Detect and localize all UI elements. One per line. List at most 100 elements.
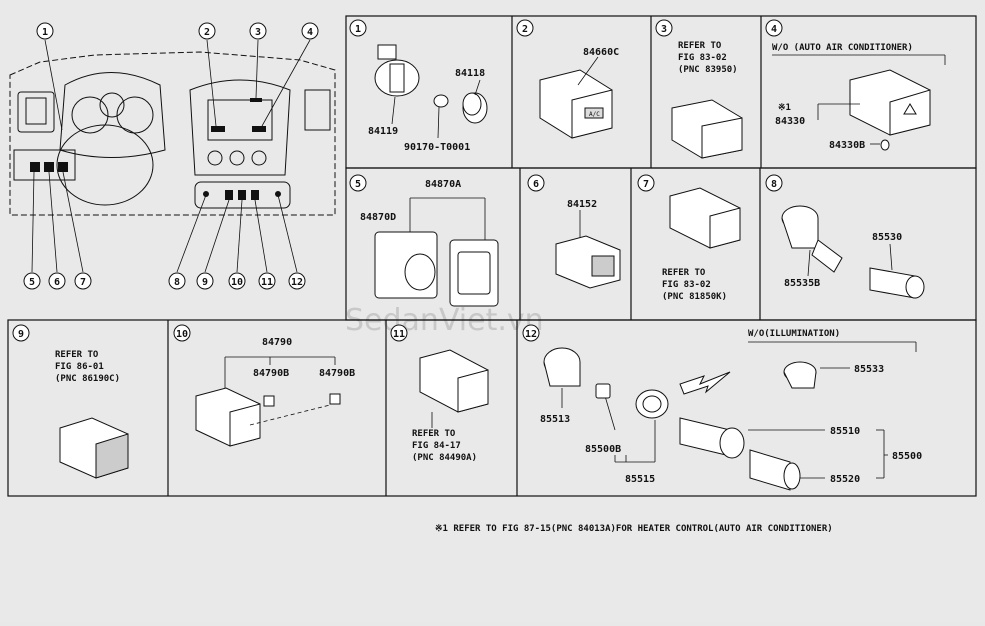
callout-7: 7	[74, 272, 92, 290]
cell-12-badge: 12	[522, 324, 540, 342]
refer-note-line: REFER TO	[678, 41, 722, 51]
callout-9: 9	[196, 272, 214, 290]
callout-12: 12	[288, 272, 306, 290]
svg-text:6: 6	[54, 277, 60, 288]
cell-11-badge: 11	[390, 324, 408, 342]
part-label: 85533	[854, 364, 884, 375]
switch-drawing	[59, 417, 129, 479]
svg-text:12: 12	[525, 329, 537, 340]
cigarette-lighter-drawing	[781, 205, 925, 299]
refer-note-line: FIG 83-02	[662, 280, 711, 290]
cell-badges: 1 2 3 4 5 6 7 8 9 10 11 12	[12, 19, 783, 342]
switch-drawing	[671, 99, 743, 159]
overview-leaders	[31, 39, 311, 273]
part-label: 84660C	[583, 47, 619, 58]
mirror-switch-drawing	[374, 231, 499, 307]
refer-note-line: (PNC 83950)	[678, 65, 738, 75]
svg-text:5: 5	[355, 179, 361, 190]
callout-6: 6	[48, 272, 66, 290]
refer-note-line: (PNC 86190C)	[55, 374, 120, 384]
part-label: 85500	[892, 451, 922, 462]
switch-drawing	[669, 187, 741, 249]
part-label: 84870A	[425, 179, 461, 190]
svg-text:10: 10	[176, 329, 188, 340]
cell-header: W/O(ILLUMINATION)	[748, 329, 840, 339]
cell-11: REFER TO FIG 84-17 (PNC 84490A)	[412, 349, 489, 463]
cell-2-badge: 2	[516, 19, 534, 37]
svg-text:12: 12	[291, 277, 303, 288]
overview-callouts: 1 2 3 4 5 6 7 8 9 10 11 12	[23, 22, 319, 290]
cell-2: A/C 84660C	[539, 47, 619, 139]
svg-text:2: 2	[204, 27, 210, 38]
part-label: 85530	[872, 232, 902, 243]
part-label: 85515	[625, 474, 655, 485]
cell-3: REFER TO FIG 83-02 (PNC 83950)	[671, 41, 743, 159]
svg-text:7: 7	[80, 277, 86, 288]
cell-6: 84152	[555, 199, 621, 289]
cell-6-badge: 6	[527, 174, 545, 192]
footnote-mark: ※1	[778, 103, 791, 113]
refer-note-line: FIG 86-01	[55, 362, 104, 372]
switch-drawing	[195, 387, 341, 447]
part-label: 85500B	[585, 444, 621, 455]
part-label: 85513	[540, 414, 570, 425]
cell-7-badge: 7	[637, 174, 655, 192]
cell-10-badge: 10	[173, 324, 191, 342]
dashboard-overview	[9, 51, 336, 216]
svg-text:9: 9	[202, 277, 208, 288]
cell-9-badge: 9	[12, 324, 30, 342]
svg-text:6: 6	[533, 179, 539, 190]
switch-drawing	[555, 235, 621, 289]
cell-5-badge: 5	[349, 174, 367, 192]
part-label: 84118	[455, 68, 485, 79]
cell-10: 84790 84790B 84790B	[195, 337, 355, 447]
refer-note-line: REFER TO	[412, 429, 456, 439]
svg-text:11: 11	[261, 277, 273, 288]
svg-text:2: 2	[522, 24, 528, 35]
cell-8: 85530 85535B	[781, 205, 925, 299]
svg-text:9: 9	[18, 329, 24, 340]
part-label: 84790B	[319, 368, 355, 379]
dashboard-switches	[30, 98, 281, 200]
grid-frame	[7, 15, 977, 497]
part-label: 84790B	[253, 368, 289, 379]
part-label: 84330B	[829, 140, 865, 151]
ac-switch-drawing	[539, 69, 613, 139]
part-label: 84870D	[360, 212, 396, 223]
callout-8: 8	[168, 272, 186, 290]
part-label: 85510	[830, 426, 860, 437]
svg-text:4: 4	[307, 27, 313, 38]
refer-note-line: FIG 83-02	[678, 53, 727, 63]
svg-text:8: 8	[771, 179, 777, 190]
svg-text:4: 4	[771, 24, 777, 35]
switch-drawing	[419, 349, 489, 413]
cell-7: REFER TO FIG 83-02 (PNC 81850K)	[662, 187, 741, 302]
svg-text:3: 3	[661, 24, 667, 35]
part-label: 84119	[368, 126, 398, 137]
cell-header: W/O (AUTO AIR CONDITIONER)	[772, 43, 913, 53]
footnote: ※1 REFER TO FIG 87-15(PNC 84013A)FOR HEA…	[435, 524, 833, 534]
ac-switch-text: A/C	[589, 111, 600, 118]
part-label: 85535B	[784, 278, 820, 289]
refer-note-line: (PNC 84490A)	[412, 453, 477, 463]
cell-4: W/O (AUTO AIR CONDITIONER) ※1 84330 8433…	[772, 43, 946, 151]
cell-1: 84119 84118 90170-T0001	[368, 44, 488, 153]
part-label: 84790	[262, 337, 292, 348]
cell-8-badge: 8	[765, 174, 783, 192]
callout-1: 1	[36, 22, 54, 40]
refer-note-line: FIG 84-17	[412, 441, 461, 451]
callout-3: 3	[249, 22, 267, 40]
socket-drawing	[543, 347, 817, 491]
svg-text:11: 11	[393, 329, 405, 340]
svg-text:8: 8	[174, 277, 180, 288]
svg-text:1: 1	[42, 27, 48, 38]
callout-5: 5	[23, 272, 41, 290]
cell-3-badge: 3	[655, 19, 673, 37]
refer-note-line: REFER TO	[662, 268, 706, 278]
cell-9: REFER TO FIG 86-01 (PNC 86190C)	[55, 350, 129, 479]
callout-2: 2	[198, 22, 216, 40]
callout-10: 10	[228, 272, 246, 290]
cell-1-badge: 1	[349, 19, 367, 37]
